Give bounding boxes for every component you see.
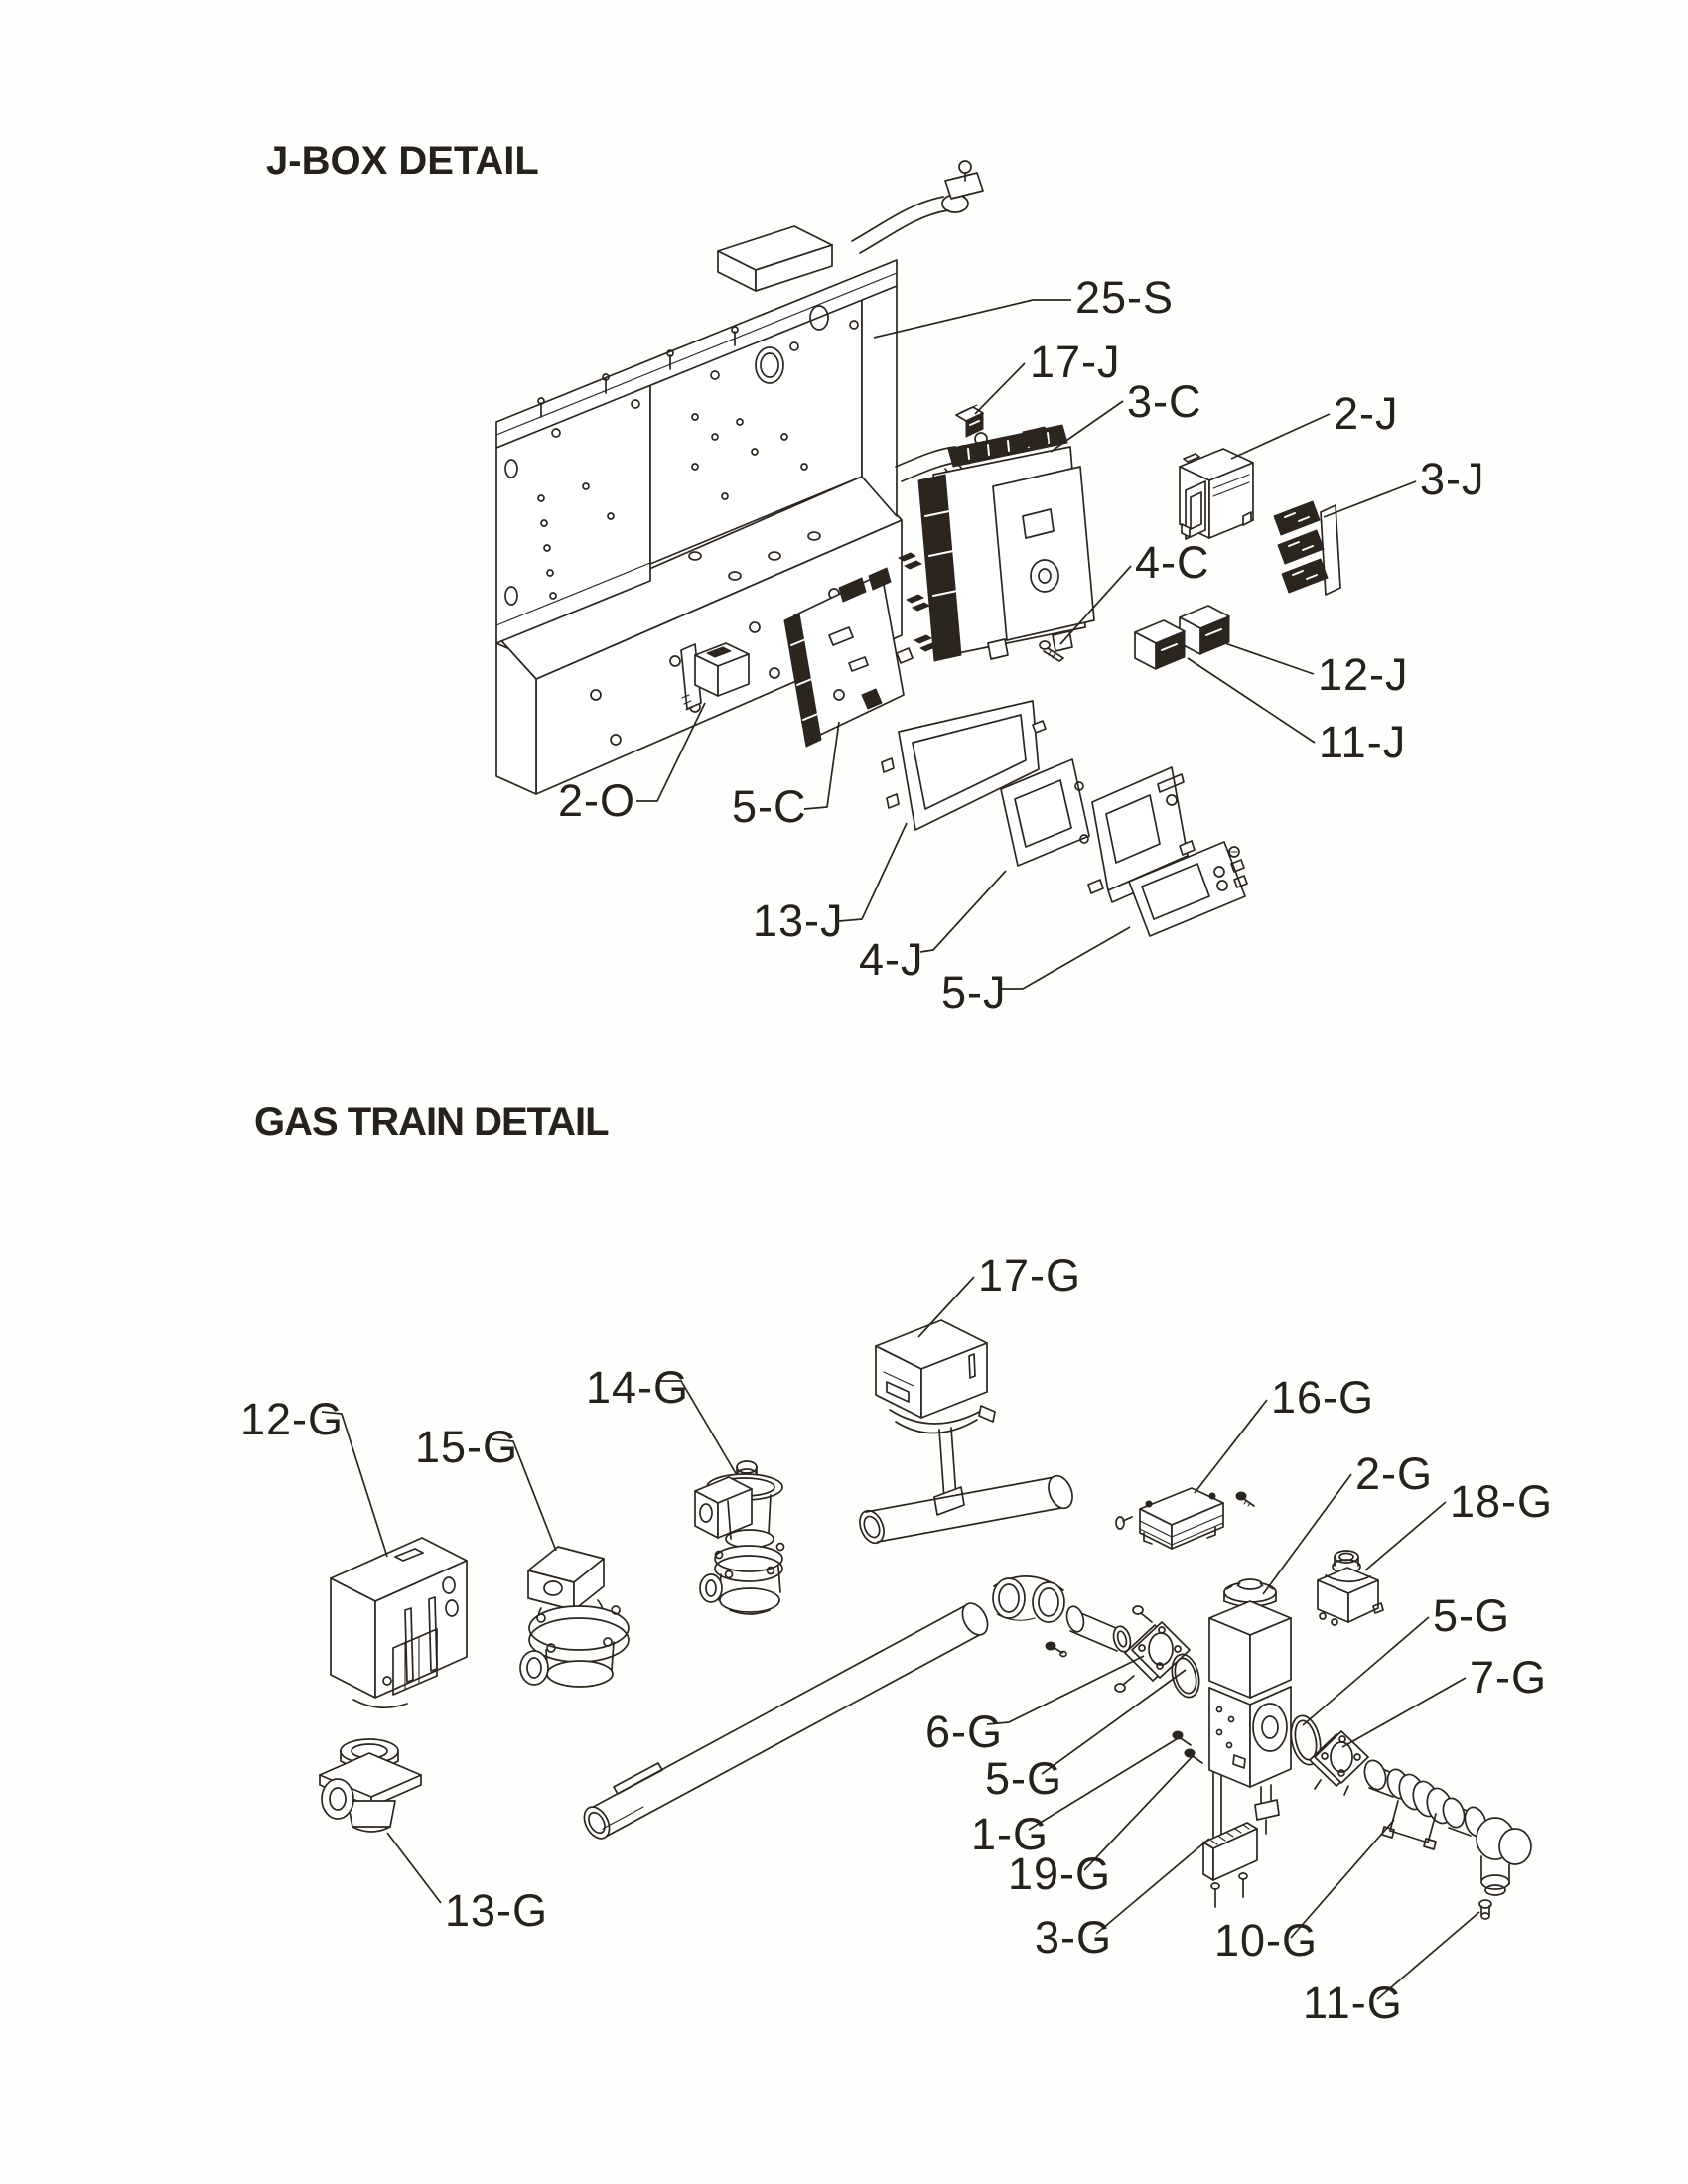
leader-11-J — [1187, 657, 1316, 744]
leader-12-G — [321, 1411, 388, 1558]
leader-15-G — [492, 1438, 557, 1552]
leader-18-G — [1364, 1501, 1447, 1571]
part-label-12J: 12-J — [1318, 649, 1409, 700]
part-label-4J: 4-J — [859, 934, 924, 985]
gas-valve-15g — [519, 1546, 630, 1688]
jbox-transformer — [1179, 448, 1254, 540]
part-label-25S: 25-S — [1075, 272, 1175, 323]
part-label-3C: 3-C — [1127, 376, 1202, 427]
leader-5-C — [803, 721, 840, 810]
part-label-5C: 5-C — [732, 781, 807, 832]
jbox-relays — [1134, 605, 1230, 670]
part-label-6G: 6-G — [925, 1706, 1004, 1757]
leader-10-G — [1290, 1819, 1395, 1939]
gas-nipple — [1065, 1605, 1132, 1653]
part-label-13J: 13-J — [753, 895, 844, 946]
part-label-2J: 2-J — [1334, 388, 1399, 439]
part-label-13G: 13-G — [445, 1885, 549, 1936]
jbox-plug-connectors — [898, 552, 938, 652]
jbox-circuit-board — [783, 567, 914, 748]
jbox-diagram — [495, 160, 1417, 990]
leader-7-G — [1341, 1677, 1467, 1748]
part-label-18G: 18-G — [1450, 1476, 1554, 1527]
gas-valve-14g — [694, 1460, 785, 1615]
leader-16-G — [1194, 1399, 1268, 1494]
gastrain-leader-lines — [321, 1276, 1480, 2000]
jbox-screw — [1039, 640, 1064, 662]
part-label-2G: 2-G — [1355, 1448, 1434, 1499]
leader-19-G — [1083, 1754, 1195, 1871]
part-label-11J: 11-J — [1319, 717, 1407, 767]
leader-3-C — [1050, 400, 1124, 453]
gas-actuator-12g — [330, 1537, 468, 1708]
leader-5-J — [1001, 926, 1131, 990]
part-label-7G: 7-G — [1470, 1652, 1548, 1703]
part-label-10G: 10-G — [1214, 1915, 1319, 1966]
gas-pipe-long — [583, 1602, 989, 1840]
jbox-display-bracket — [1000, 758, 1196, 903]
part-label-1G: 1-G — [971, 1809, 1050, 1859]
jbox-ground-clip — [955, 404, 984, 438]
part-label-5J: 5-J — [941, 967, 1007, 1018]
leader-11-G — [1376, 1911, 1480, 2000]
leader-1-G — [1028, 1736, 1181, 1831]
leader-13-J — [838, 822, 908, 922]
leader-17-J — [974, 362, 1026, 415]
leader-2-G — [1262, 1473, 1352, 1595]
leader-6-G — [986, 1655, 1145, 1725]
gas-screws — [1172, 1730, 1203, 1764]
gas-valve-13g — [319, 1738, 422, 1833]
leader-13-G — [386, 1832, 442, 1904]
part-label-3J: 3-J — [1420, 454, 1485, 504]
leader-4-C — [1059, 565, 1132, 645]
gas-fittings-right — [1363, 1759, 1532, 1920]
part-label-2O: 2-O — [558, 775, 636, 826]
leader-3-G — [1095, 1838, 1210, 1935]
leader-5-G-mid — [1041, 1669, 1187, 1775]
part-label-5G-right: 5-G — [1433, 1590, 1511, 1641]
section-title-jbox: J-BOX DETAIL — [266, 139, 539, 183]
gas-regulator-18g — [1317, 1550, 1384, 1626]
leader-4-J — [919, 870, 1007, 953]
gas-elbow-top — [992, 1575, 1065, 1623]
jbox-enclosure — [495, 160, 988, 795]
section-title-gastrain: GAS TRAIN DETAIL — [254, 1100, 610, 1144]
part-label-5G-mid: 5-G — [985, 1753, 1063, 1804]
part-label-16G: 16-G — [1271, 1372, 1375, 1423]
leader-2-J — [1230, 413, 1331, 460]
part-label-15G: 15-G — [415, 1422, 519, 1472]
part-label-19G: 19-G — [1008, 1848, 1112, 1899]
leader-2-O — [636, 702, 706, 802]
jbox-leader-lines — [636, 299, 1417, 990]
gas-screw-small — [1235, 1491, 1255, 1507]
leader-17-G — [917, 1276, 975, 1338]
leader-12-J — [1218, 640, 1315, 675]
jbox-display-bezel — [881, 700, 1047, 831]
gas-actuator-17g — [859, 1319, 1073, 1545]
part-label-12G: 12-G — [240, 1394, 345, 1444]
jbox-membrane-panel — [1128, 841, 1248, 937]
leader-3-J — [1323, 480, 1417, 518]
gas-flange-right — [1309, 1730, 1369, 1796]
part-label-11G: 11-G — [1303, 1978, 1403, 2028]
gas-plug — [1045, 1641, 1067, 1658]
part-label-3G: 3-G — [1035, 1912, 1113, 1963]
part-label-14G: 14-G — [586, 1362, 690, 1413]
jbox-ignition-module — [680, 642, 750, 711]
part-label-4C: 4-C — [1135, 537, 1210, 588]
part-label-17G: 17-G — [978, 1250, 1082, 1300]
gas-flange-left — [1114, 1605, 1191, 1693]
gas-terminal-3g — [1202, 1822, 1258, 1908]
leader-5-G-right — [1302, 1616, 1430, 1726]
leader-25-S — [873, 299, 1071, 339]
gas-valve-2g — [1202, 1578, 1292, 1851]
leader-14-G — [659, 1380, 738, 1476]
gastrain-diagram — [319, 1276, 1532, 2000]
gas-switch-16g — [1115, 1487, 1224, 1550]
part-label-17J: 17-J — [1030, 337, 1121, 387]
jbox-control-board — [917, 424, 1095, 662]
jbox-terminal-blocks — [1273, 500, 1341, 596]
